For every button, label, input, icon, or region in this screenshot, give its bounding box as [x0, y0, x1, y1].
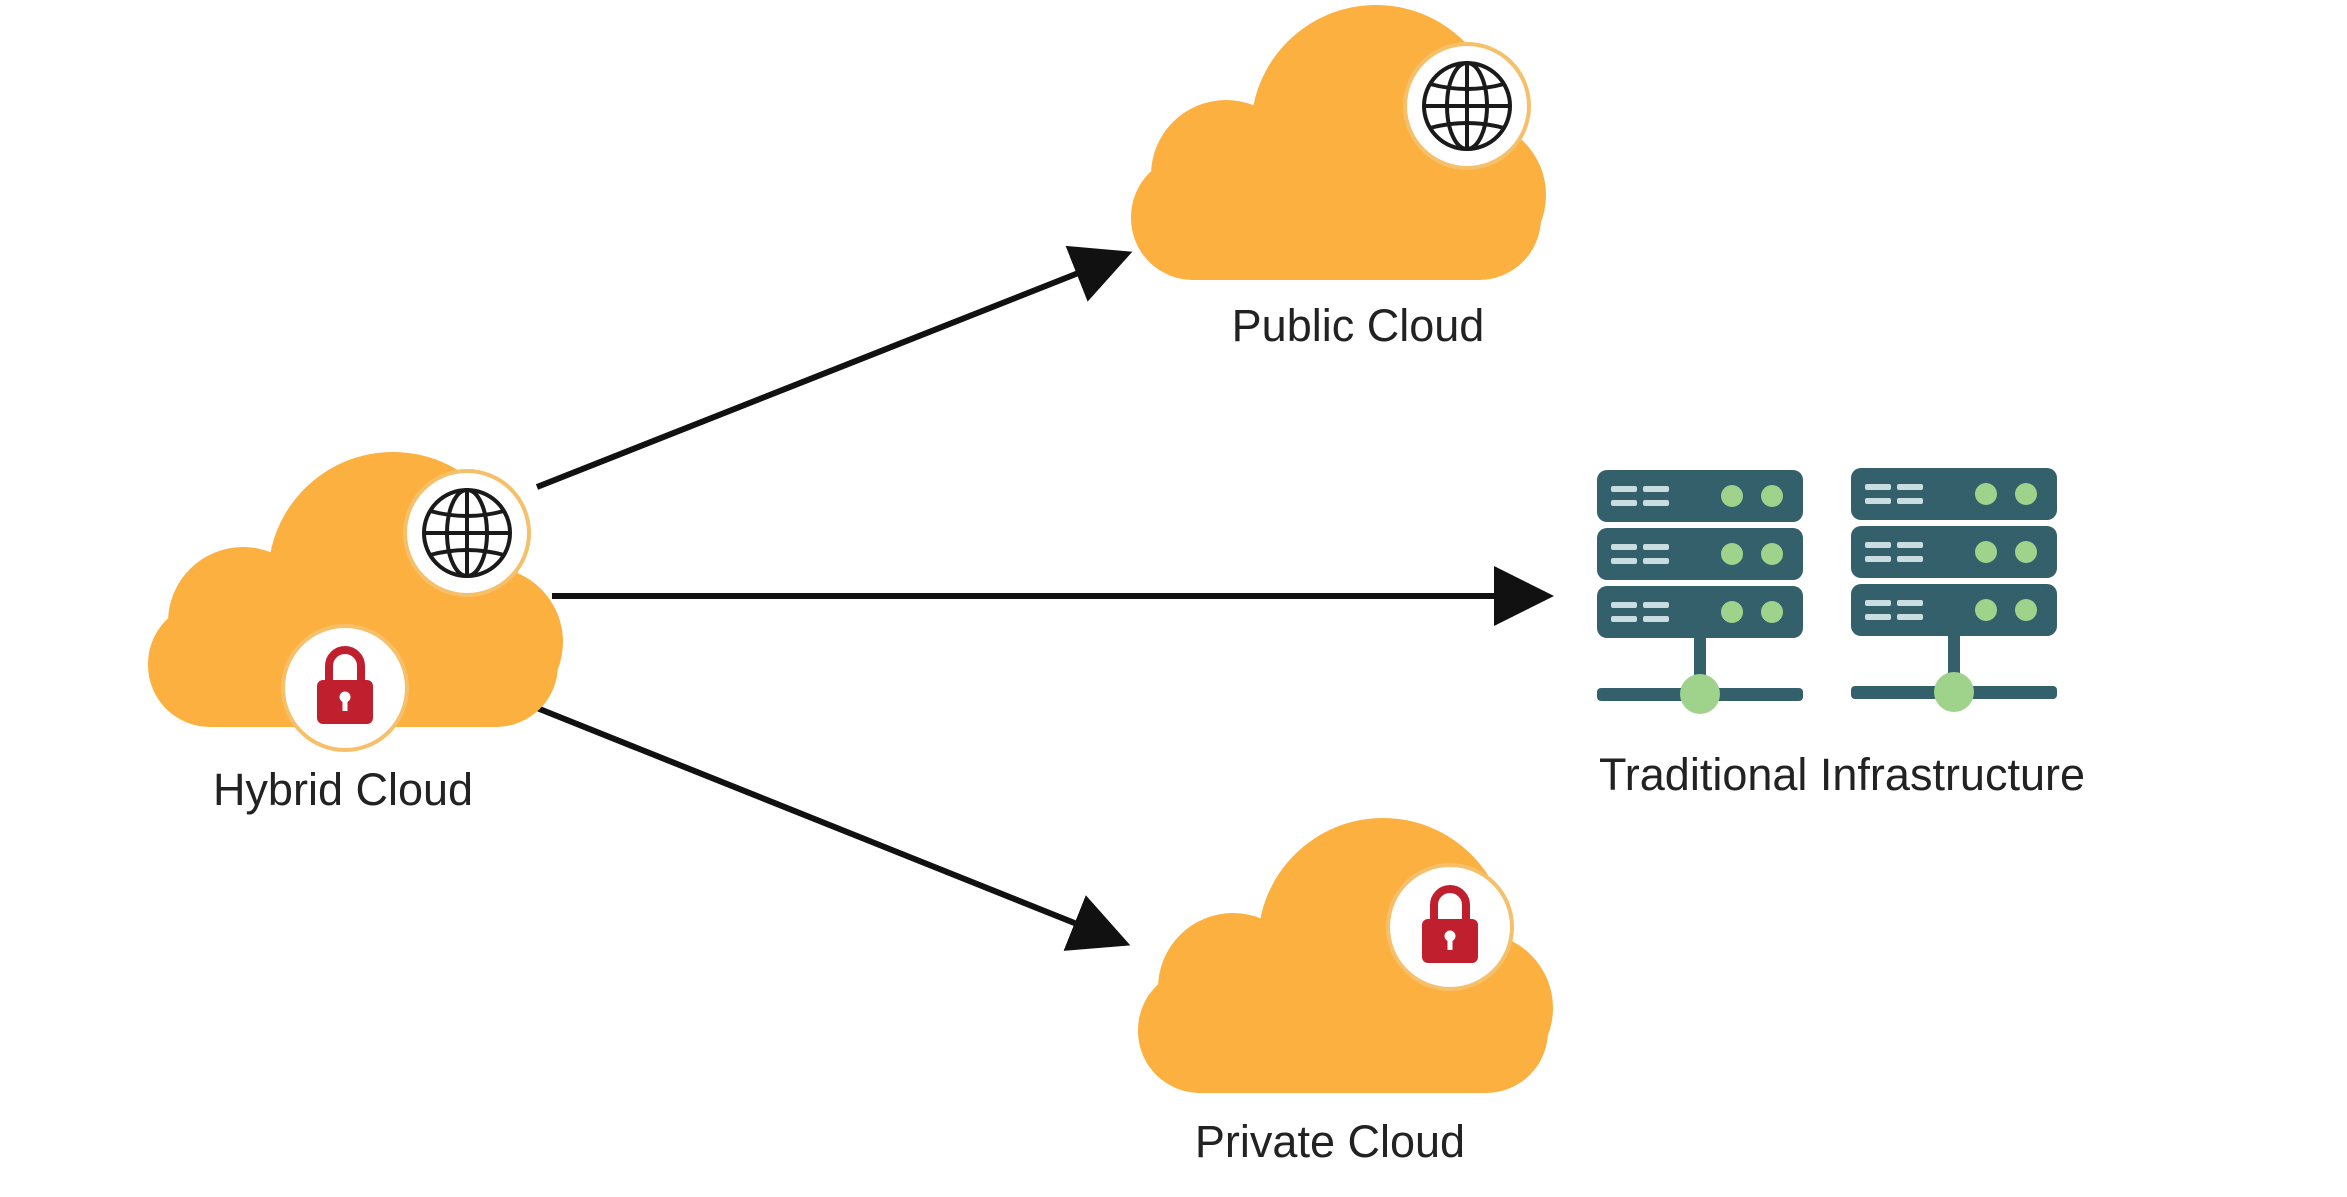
hybrid-cloud-label: Hybrid Cloud [213, 764, 473, 815]
node-private-cloud: Private Cloud [1138, 818, 1553, 1167]
globe-icon [1403, 42, 1531, 170]
globe-icon [403, 469, 531, 597]
node-hybrid-cloud: Hybrid Cloud [148, 452, 563, 815]
edge-hybrid-to-public [535, 245, 1133, 490]
server-rack-icon [1597, 470, 1803, 714]
lock-icon [1388, 865, 1512, 989]
server-rack-icon [1851, 468, 2057, 712]
edge-hybrid-to-private [535, 705, 1131, 951]
traditional-infrastructure-label: Traditional Infrastructure [1599, 749, 2085, 800]
node-traditional-infrastructure: Traditional Infrastructure [1597, 468, 2085, 800]
lock-icon [283, 626, 407, 750]
node-public-cloud: Public Cloud [1131, 5, 1546, 351]
public-cloud-label: Public Cloud [1232, 300, 1485, 351]
private-cloud-label: Private Cloud [1195, 1116, 1465, 1167]
